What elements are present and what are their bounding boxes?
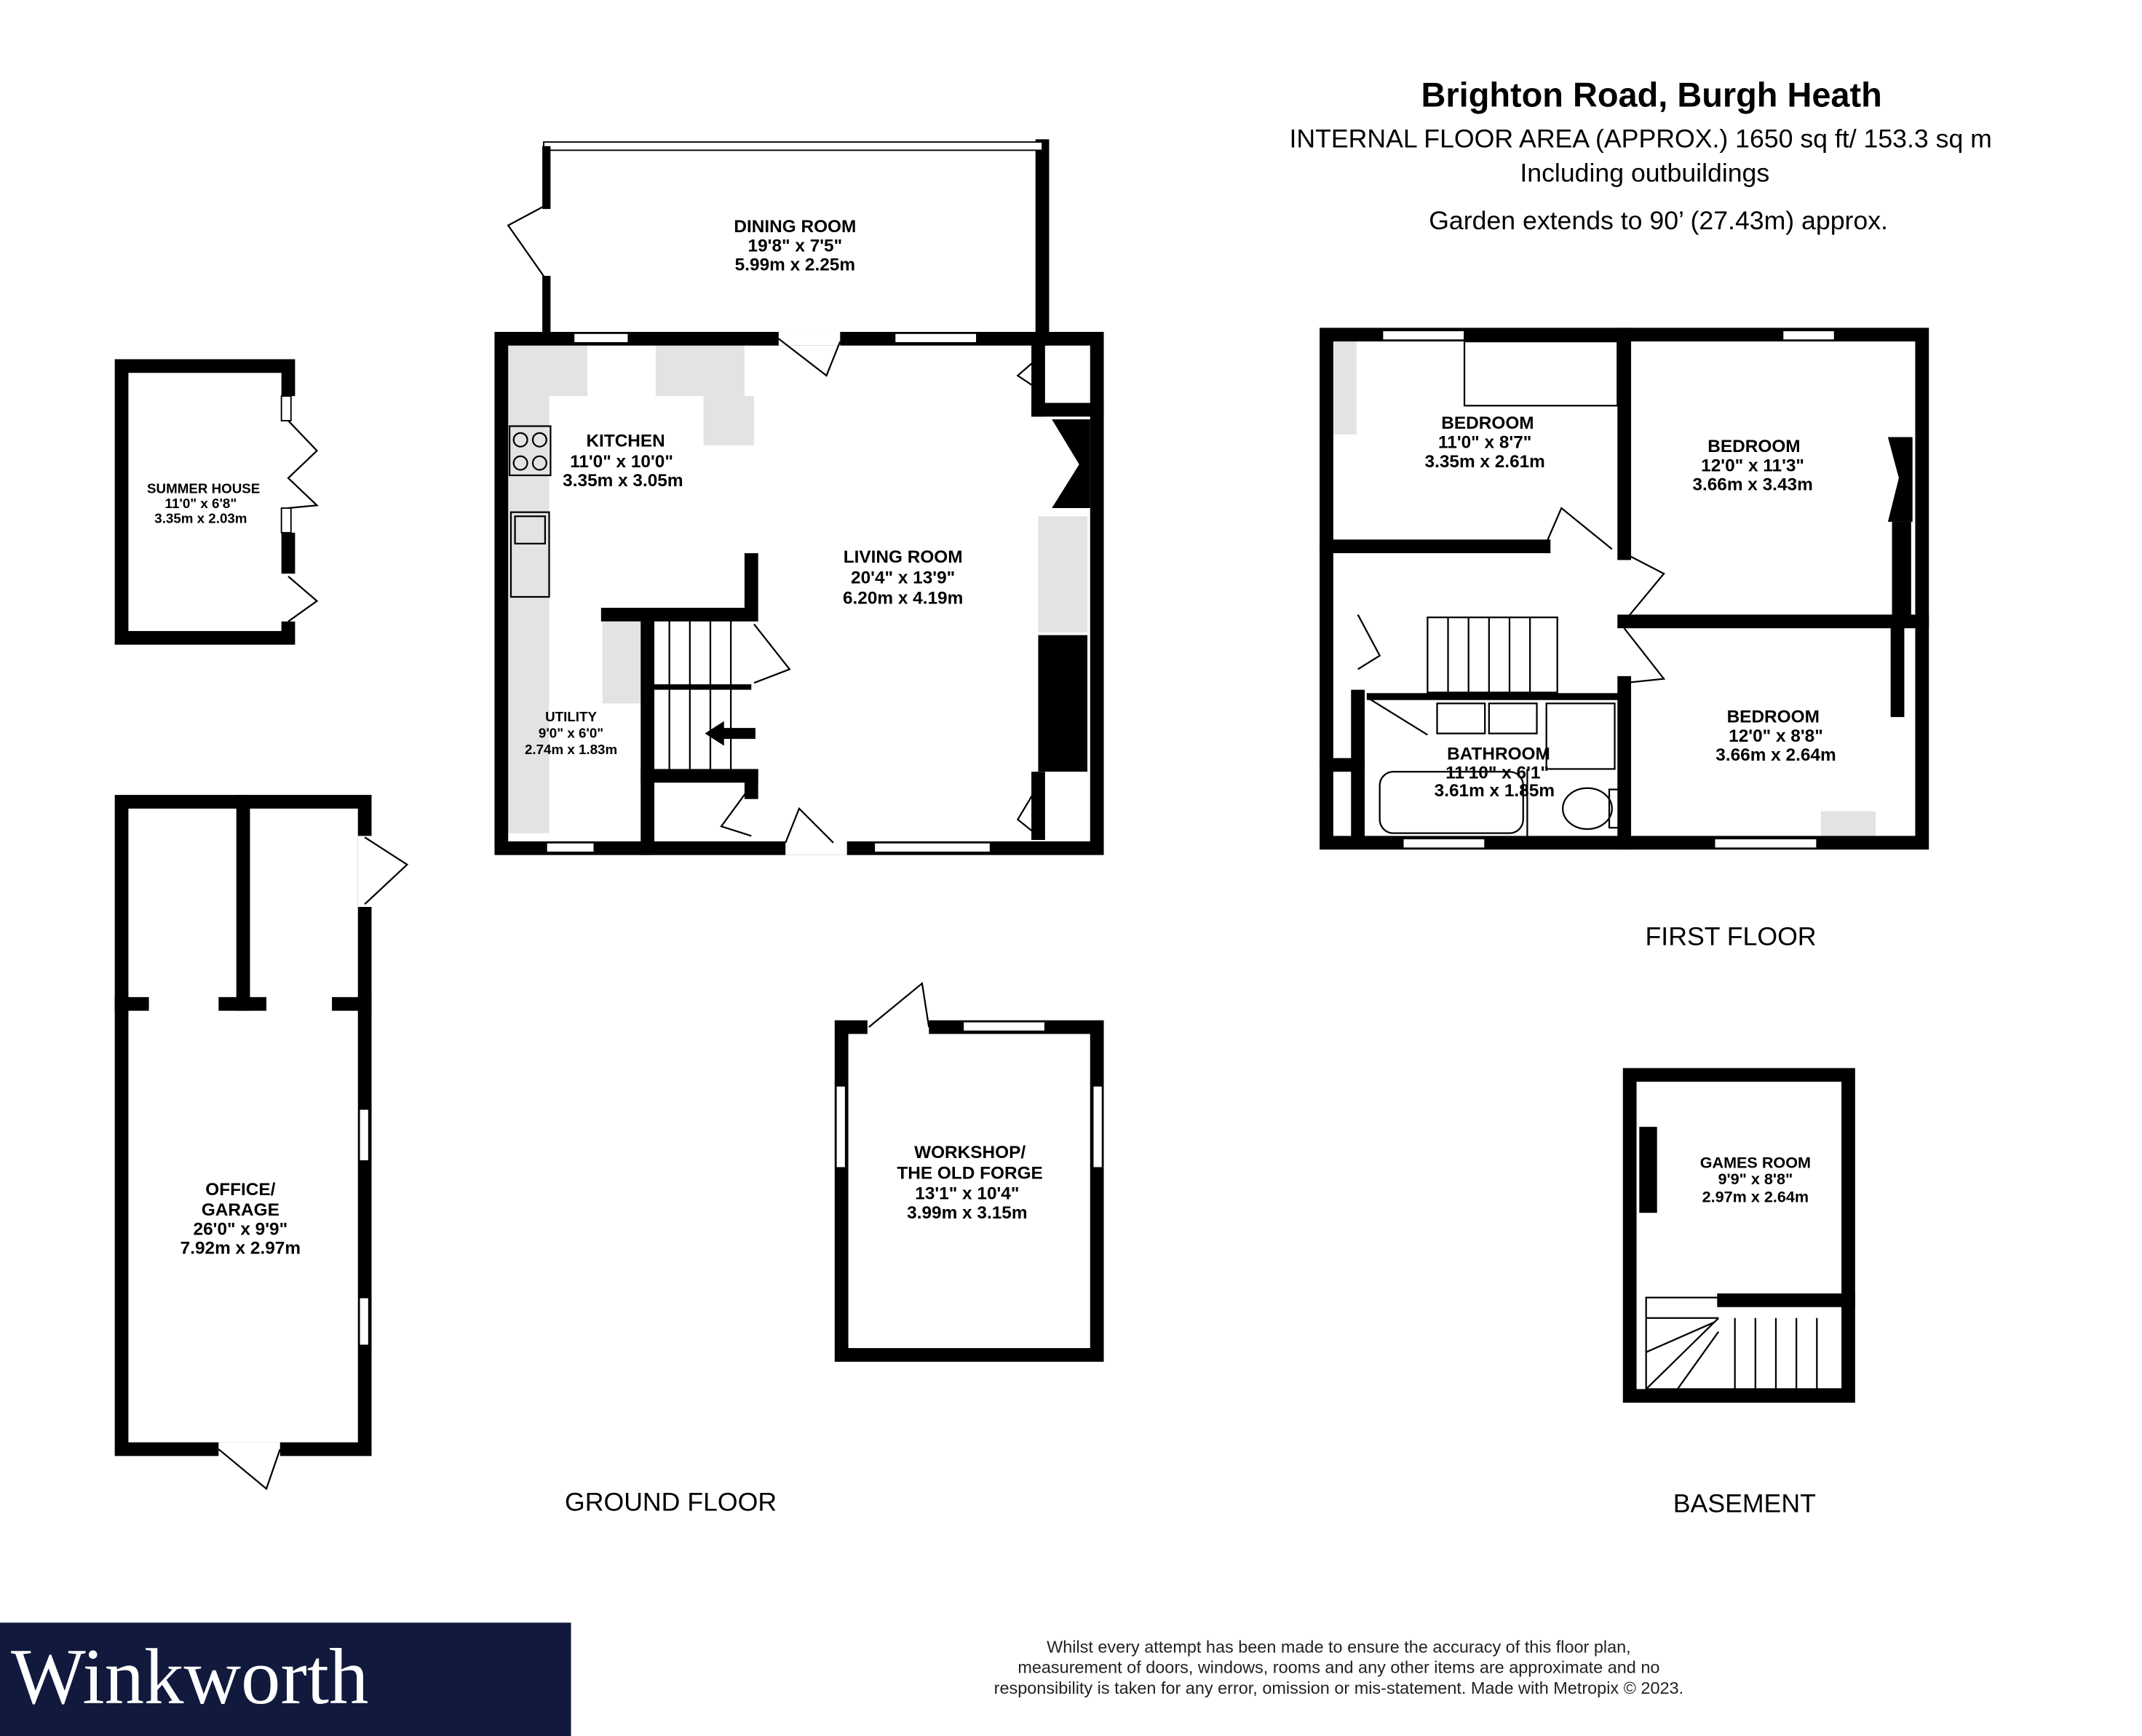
svg-text:BEDROOM: BEDROOM [1707, 437, 1800, 456]
basement-label: BASEMENT [1673, 1489, 1816, 1518]
living-room-label: LIVING ROOM 20'4" x 13'9" 6.20m x 4.19m [843, 547, 963, 608]
svg-text:11'10" x 6'1": 11'10" x 6'1" [1445, 764, 1549, 783]
svg-text:19'8" x 7'5": 19'8" x 7'5" [748, 236, 843, 255]
svg-text:GAMES ROOM: GAMES ROOM [1700, 1153, 1811, 1171]
svg-text:BEDROOM: BEDROOM [1727, 708, 1820, 727]
basement-stairs-icon [1645, 1296, 1845, 1390]
svg-text:9'9" x 8'8": 9'9" x 8'8" [1718, 1170, 1793, 1188]
svg-text:3.66m x 2.64m: 3.66m x 2.64m [1715, 745, 1836, 765]
svg-text:12'0" x 11'3": 12'0" x 11'3" [1701, 456, 1804, 475]
svg-text:2.74m x 1.83m: 2.74m x 1.83m [525, 742, 617, 757]
svg-text:THE OLD FORGE: THE OLD FORGE [897, 1163, 1042, 1183]
first-floor-label: FIRST FLOOR [1646, 922, 1817, 951]
svg-text:9'0" x 6'0": 9'0" x 6'0" [539, 725, 603, 740]
svg-text:GARAGE: GARAGE [202, 1200, 279, 1220]
svg-text:UTILITY: UTILITY [545, 709, 597, 724]
stairs-icon [653, 617, 755, 772]
header: Brighton Road, Burgh Heath INTERNAL FLOO… [1289, 76, 1991, 235]
winkworth-logo: Winkworth [0, 1622, 571, 1736]
bedroom-3-label: BEDROOM 12'0" x 8'8" 3.66m x 2.64m [1715, 708, 1836, 766]
summer-house-label: SUMMER HOUSE 11'0" x 6'8" 3.35m x 2.03m [147, 480, 260, 526]
svg-text:3.35m x 2.03m: 3.35m x 2.03m [154, 511, 247, 526]
ground-floor-label: GROUND FLOOR [565, 1487, 777, 1516]
first-floor-stairs-icon [1427, 617, 1558, 694]
svg-text:3.35m x 2.61m: 3.35m x 2.61m [1425, 452, 1545, 472]
svg-text:11'0" x 10'0": 11'0" x 10'0" [570, 452, 673, 472]
svg-text:Whilst every attempt has been: Whilst every attempt has been made to en… [1047, 1638, 1631, 1657]
basement [1622, 1068, 1855, 1403]
ground-floor-house [494, 139, 1104, 855]
svg-text:KITCHEN: KITCHEN [586, 432, 665, 451]
svg-text:12'0" x 8'8": 12'0" x 8'8" [1729, 726, 1823, 746]
svg-text:11'0" x 8'7": 11'0" x 8'7" [1438, 432, 1531, 452]
svg-text:3.61m x 1.85m: 3.61m x 1.85m [1435, 781, 1555, 801]
dining-room-label: DINING ROOM 19'8" x 7'5" 5.99m x 2.25m [734, 217, 856, 275]
bedroom-2-label: BEDROOM 12'0" x 11'3" 3.66m x 3.43m [1692, 437, 1812, 495]
svg-text:7.92m x 2.97m: 7.92m x 2.97m [181, 1239, 301, 1259]
office-garage [114, 795, 409, 1491]
svg-text:2.97m x 2.64m: 2.97m x 2.64m [1702, 1187, 1809, 1205]
svg-text:3.35m x 3.05m: 3.35m x 3.05m [563, 471, 683, 491]
svg-text:BATHROOM: BATHROOM [1447, 744, 1550, 764]
title: Brighton Road, Burgh Heath [1421, 76, 1882, 114]
svg-text:BEDROOM: BEDROOM [1441, 413, 1534, 433]
disclaimer: Whilst every attempt has been made to en… [994, 1638, 1683, 1697]
hob-icon [508, 425, 552, 477]
room-labels: DINING ROOM 19'8" x 7'5" 5.99m x 2.25m K… [147, 217, 1836, 1259]
svg-text:OFFICE/: OFFICE/ [205, 1180, 275, 1200]
summer-house [114, 359, 320, 645]
outbuildings-note: Including outbuildings [1520, 159, 1769, 188]
floor-area: INTERNAL FLOOR AREA (APPROX.) 1650 sq ft… [1289, 124, 1991, 154]
sink-icon [509, 511, 550, 598]
svg-text:3.66m x 3.43m: 3.66m x 3.43m [1692, 475, 1812, 495]
first-floor [1320, 328, 1929, 850]
svg-text:DINING ROOM: DINING ROOM [734, 217, 856, 237]
workshop [834, 981, 1104, 1362]
kitchen-label: KITCHEN 11'0" x 10'0" 3.35m x 3.05m [563, 432, 683, 491]
svg-text:5.99m x 2.25m: 5.99m x 2.25m [735, 255, 855, 275]
workshop-label: WORKSHOP/ THE OLD FORGE 13'1" x 10'4" 3.… [897, 1143, 1042, 1223]
svg-text:responsibility is taken for an: responsibility is taken for any error, o… [994, 1678, 1683, 1697]
office-garage-label: OFFICE/ GARAGE 26'0" x 9'9" 7.92m x 2.97… [181, 1180, 301, 1259]
svg-text:13'1" x 10'4": 13'1" x 10'4" [915, 1184, 1019, 1204]
svg-text:6.20m x 4.19m: 6.20m x 4.19m [843, 588, 963, 608]
svg-text:11'0" x 6'8": 11'0" x 6'8" [165, 496, 237, 511]
svg-text:measurement of doors, windows,: measurement of doors, windows, rooms and… [1018, 1658, 1659, 1677]
svg-text:LIVING ROOM: LIVING ROOM [844, 547, 963, 567]
svg-text:Winkworth: Winkworth [11, 1633, 368, 1721]
bedroom-1-label: BEDROOM 11'0" x 8'7" 3.35m x 2.61m [1425, 413, 1545, 472]
bathroom-label: BATHROOM 11'10" x 6'1" 3.61m x 1.85m [1435, 744, 1555, 801]
utility-label: UTILITY 9'0" x 6'0" 2.74m x 1.83m [525, 709, 617, 757]
games-room-label: GAMES ROOM 9'9" x 8'8" 2.97m x 2.64m [1700, 1153, 1811, 1205]
svg-text:3.99m x 3.15m: 3.99m x 3.15m [907, 1203, 1027, 1223]
svg-text:20'4" x 13'9": 20'4" x 13'9" [851, 568, 955, 587]
svg-text:26'0" x 9'9": 26'0" x 9'9" [194, 1219, 288, 1239]
bathroom-fixtures-icon [1379, 702, 1622, 834]
garden-note: Garden extends to 90’ (27.43m) approx. [1429, 206, 1888, 235]
svg-text:SUMMER HOUSE: SUMMER HOUSE [147, 480, 260, 496]
svg-text:WORKSHOP/: WORKSHOP/ [914, 1143, 1026, 1162]
